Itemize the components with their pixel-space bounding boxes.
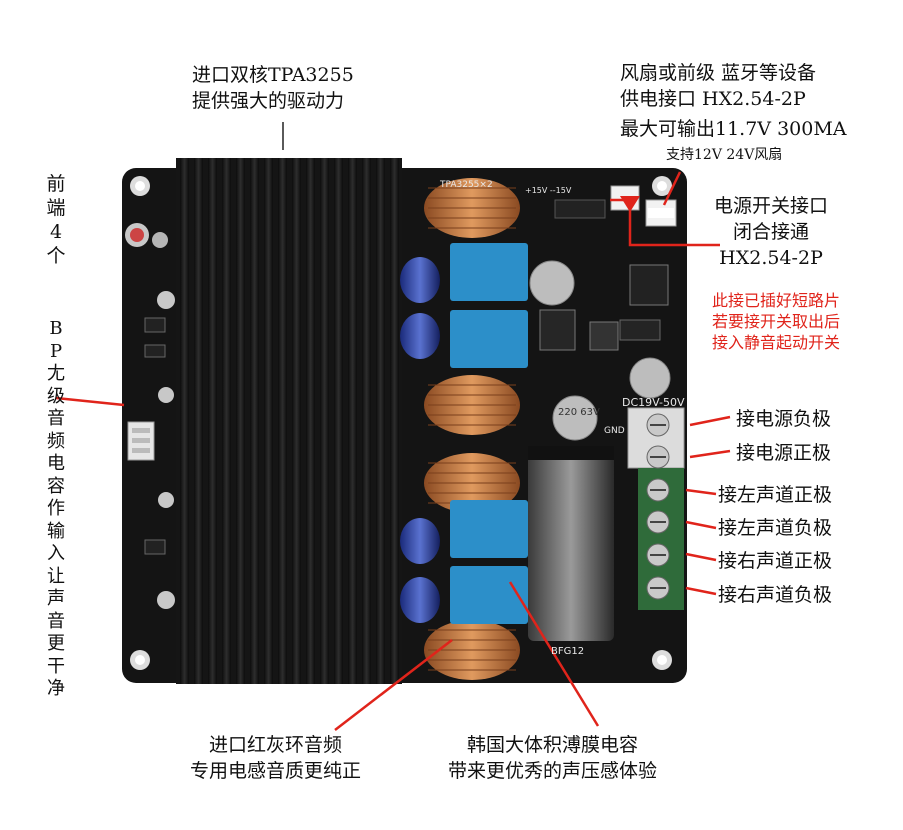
heatsink-fin [194, 158, 203, 684]
toroid-inductors [424, 178, 520, 680]
heatsink-fin [208, 158, 217, 684]
toroid-inductor [424, 620, 520, 680]
inductor-line-1: 进口红灰环音频 [209, 734, 343, 756]
film-cap-line-2: 带来更优秀的声压感体验 [448, 760, 658, 782]
fan-power-line-2: 供电接口 HX2.54-2P [620, 88, 806, 110]
dc-range-label: DC19V-50V [622, 396, 685, 409]
heatsink-fin [362, 158, 371, 684]
heatsink [176, 158, 402, 684]
heatsink-fin [292, 158, 301, 684]
cap-value-label: 220 63V [558, 407, 600, 418]
terminal-label-2: 接电源正极 [736, 442, 832, 464]
heatsink-fin [390, 158, 399, 684]
heatsink-annotation: 进口双核TPA3255 提供强大的驱动力 [192, 62, 354, 114]
arrowhead [620, 196, 640, 212]
terminal-block [627, 407, 685, 610]
blue-film-capacitors [450, 243, 528, 624]
terminal-label-1: 接电源负极 [736, 408, 832, 430]
toroid-inductor [424, 375, 520, 435]
short-note-line-2: 若要接开关取出后 [712, 312, 841, 331]
fan-power-line-3: 最大可输出11.7V 300MA [620, 118, 847, 140]
heatsink-fin [334, 158, 343, 684]
power-switch-line-2: 闭合接通 [733, 221, 810, 243]
front-stage-annotation: 前端4个 [46, 173, 66, 267]
heatsink-fin [306, 158, 315, 684]
heatsink-line-2: 提供强大的驱动力 [192, 90, 345, 112]
cap-code-label: BFG12 [551, 646, 585, 657]
heatsink-fin [320, 158, 329, 684]
smd-components [539, 199, 669, 351]
fan-power-line-1: 风扇或前级 蓝牙等设备 [620, 62, 817, 84]
voltage-label: +15V --15V [525, 186, 572, 195]
fan-support-annotation: 支持12V 24V风扇 [666, 147, 783, 163]
heatsink-fin [264, 158, 273, 684]
heatsink-fin [278, 158, 287, 684]
heatsink-fin [222, 158, 231, 684]
large-film-capacitor [528, 446, 614, 641]
fan-power-annotation: 风扇或前级 蓝牙等设备 供电接口 HX2.54-2P 最大可输出11.7V 30… [620, 60, 847, 142]
heatsink-fin [180, 158, 189, 684]
terminal-label-4: 接左声道负极 [718, 517, 833, 539]
heatsink-fin [348, 158, 357, 684]
bp-capacitor-annotation: BP尢级音频电容作输入让声音更干净 [47, 318, 65, 699]
heatsink-line-1: 进口双核TPA3255 [192, 64, 354, 86]
terminal-label-3: 接左声道正极 [718, 484, 833, 506]
blue-electrolytic-capacitors [400, 257, 440, 623]
inductor-annotation: 进口红灰环音频 专用电感音质更纯正 [190, 732, 361, 784]
terminal-label-6: 接右声道负极 [718, 584, 833, 606]
film-cap-annotation: 韩国大体积溥膜电容 带来更优秀的声压感体验 [448, 732, 657, 784]
heatsink-fin [250, 158, 259, 684]
front-stage-components [125, 223, 175, 609]
terminal-label-5: 接右声道正极 [718, 550, 833, 572]
inductor-line-2: 专用电感音质更纯正 [190, 760, 362, 782]
heatsink-fin [236, 158, 245, 684]
silver-electrolytic-capacitors [529, 260, 671, 441]
gnd-label: GND [604, 426, 625, 436]
power-switch-line-1: 电源开关接口 [714, 195, 829, 217]
chip-label: TPA3255×2 [440, 180, 493, 190]
heatsink-fin [376, 158, 385, 684]
short-note-line-3: 接入静音起动开关 [712, 333, 841, 352]
short-circuit-note: 此接已插好短路片 若要接开关取出后 接入静音起动开关 [712, 290, 840, 353]
power-switch-annotation: 电源开关接口 闭合接通 HX2.54-2P [714, 193, 828, 271]
film-cap-line-1: 韩国大体积溥膜电容 [467, 734, 639, 756]
power-switch-line-3: HX2.54-2P [719, 247, 823, 269]
annotation-arrows [55, 122, 731, 731]
toroid-inductor [424, 178, 520, 238]
short-note-line-1: 此接已插好短路片 [712, 291, 841, 310]
